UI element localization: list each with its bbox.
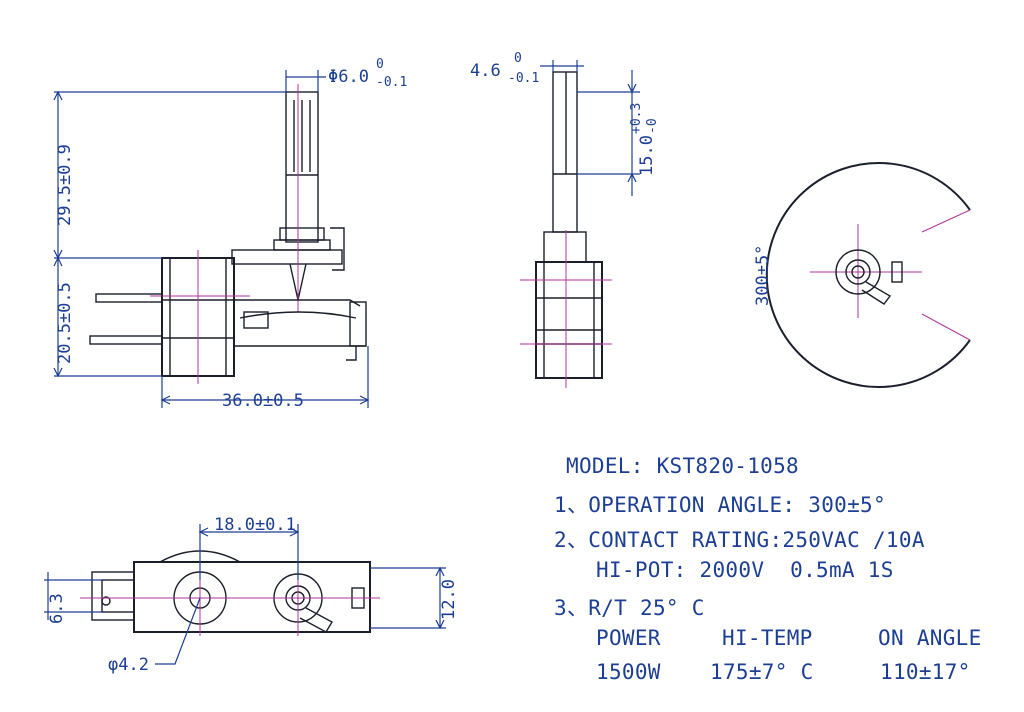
- spec-contact-rating: 2、CONTACT RATING:250VAC /10A: [554, 528, 925, 552]
- dim-shaft-diameter-tol-upper: 0: [376, 57, 384, 72]
- spec-operation-angle: 1、OPERATION ANGLE: 300±5°: [554, 493, 886, 517]
- table-header-hi-temp: HI-TEMP: [722, 626, 813, 650]
- dim-flat-length-tol-upper: +0.3: [629, 103, 644, 134]
- dim-terminal-width: 6.3: [47, 593, 67, 624]
- bottom-view: [44, 524, 446, 665]
- dim-shaft-flat-tol-upper: 0: [514, 51, 522, 66]
- dim-shaft-flat: 4.6: [470, 61, 501, 81]
- dim-body-length: 36.0±0.5: [222, 391, 304, 411]
- table-header-on-angle: ON ANGLE: [878, 626, 982, 650]
- dim-hole-diameter: φ4.2: [108, 655, 149, 675]
- table-header-power: POWER: [596, 626, 661, 650]
- dim-flat-length: 15.0: [637, 135, 657, 176]
- dim-shaft-height: 29.5±0.9: [55, 144, 75, 226]
- spec-hi-pot: HI-POT: 2000V 0.5mA 1S: [596, 558, 894, 582]
- table-cell-hi-temp: 175±7° C: [710, 660, 814, 684]
- spec-rt: 3、R/T 25° C: [554, 596, 705, 620]
- side-view: [520, 60, 640, 388]
- dim-hole-spacing: 18.0±0.1: [214, 515, 296, 535]
- dim-operation-angle: 300±5°: [753, 245, 773, 306]
- front-view: [53, 70, 370, 408]
- dim-shaft-flat-tol-lower: -0.1: [508, 71, 539, 86]
- dim-flat-length-tol-lower: -0: [645, 118, 660, 134]
- dim-shaft-diameter: Φ6.0: [328, 67, 369, 87]
- dim-body-height: 20.5±0.5: [55, 282, 75, 364]
- dim-shaft-diameter-tol-lower: -0.1: [376, 75, 407, 90]
- rotation-view: [765, 162, 971, 388]
- table-cell-on-angle: 110±17°: [880, 660, 971, 684]
- table-cell-power: 1500W: [596, 660, 661, 684]
- spec-model: MODEL: KST820-1058: [566, 454, 799, 478]
- dim-body-width: 12.0: [439, 579, 459, 620]
